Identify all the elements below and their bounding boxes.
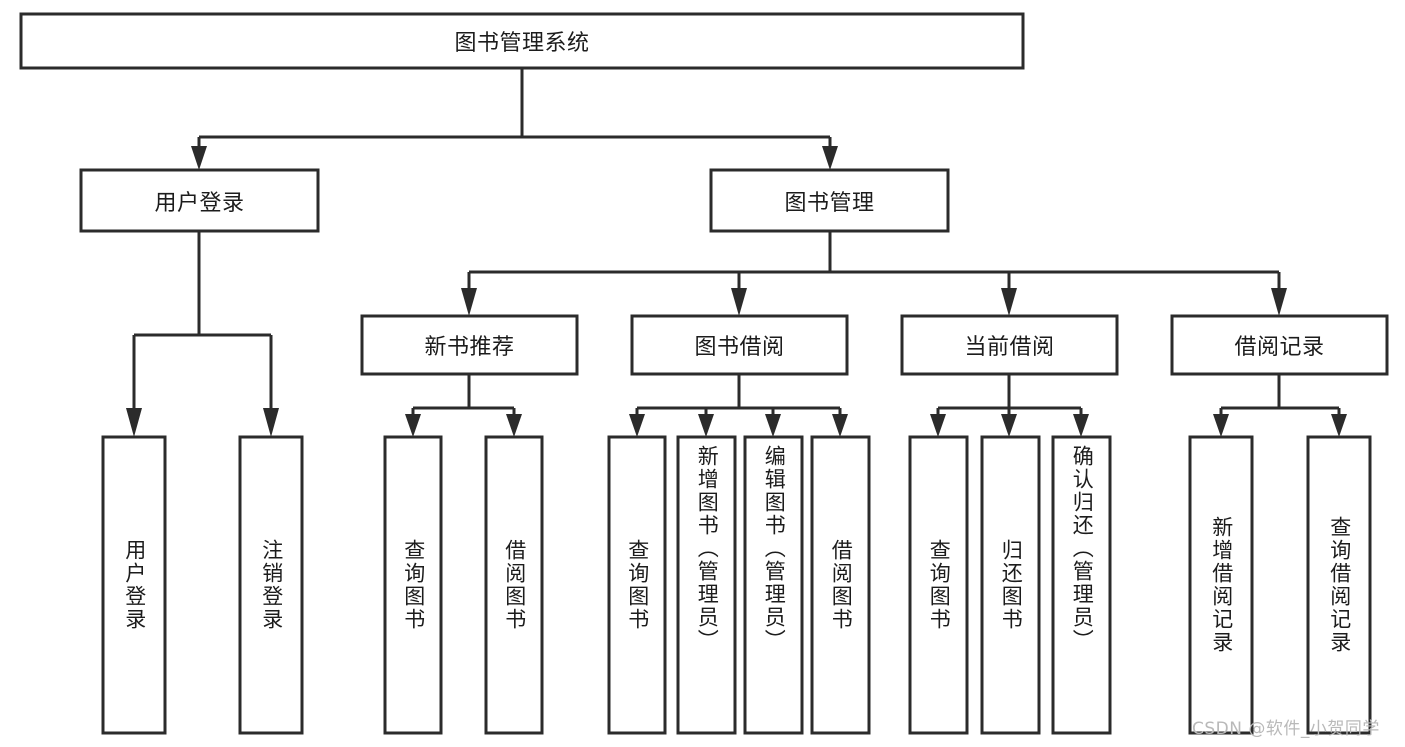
node-box-user-login[interactable] bbox=[79, 168, 320, 233]
node-box-leaf[interactable] bbox=[810, 435, 871, 735]
arrow-head bbox=[1001, 414, 1017, 437]
node-box-root[interactable] bbox=[19, 12, 1025, 70]
arrow-head bbox=[629, 414, 645, 437]
arrow-head bbox=[765, 414, 781, 437]
node-box-leaf[interactable] bbox=[238, 435, 304, 735]
node-box-book-borrow[interactable] bbox=[630, 314, 849, 376]
arrow-head bbox=[405, 414, 421, 437]
arrow-head bbox=[698, 414, 714, 437]
node-box-leaf[interactable] bbox=[101, 435, 167, 735]
arrow-head bbox=[263, 408, 279, 437]
node-box-book-management[interactable] bbox=[709, 168, 950, 233]
node-box-leaf[interactable] bbox=[484, 435, 544, 735]
node-box-new-book-recommend[interactable] bbox=[360, 314, 579, 376]
node-box-leaf[interactable] bbox=[908, 435, 969, 735]
arrow-head bbox=[126, 408, 142, 437]
node-box-leaf[interactable] bbox=[676, 435, 737, 735]
arrow-head bbox=[1001, 288, 1017, 316]
arrow-head bbox=[461, 288, 477, 316]
arrow-head bbox=[1213, 414, 1229, 437]
node-box-leaf[interactable] bbox=[383, 435, 443, 735]
arrow-head bbox=[832, 414, 848, 437]
node-box-leaf[interactable] bbox=[1051, 435, 1112, 735]
arrow-head bbox=[731, 288, 747, 316]
node-box-leaf[interactable] bbox=[1306, 435, 1372, 735]
arrow-head bbox=[191, 146, 207, 170]
arrow-head bbox=[506, 414, 522, 437]
arrow-head bbox=[1073, 414, 1089, 437]
node-box-leaf[interactable] bbox=[607, 435, 667, 735]
node-box-leaf[interactable] bbox=[1188, 435, 1254, 735]
node-box-borrow-record[interactable] bbox=[1170, 314, 1389, 376]
node-box-leaf[interactable] bbox=[743, 435, 804, 735]
arrow-head bbox=[1331, 414, 1347, 437]
arrow-head bbox=[1271, 288, 1287, 316]
arrow-head bbox=[930, 414, 946, 437]
arrow-head bbox=[822, 146, 838, 170]
node-box-current-borrow[interactable] bbox=[900, 314, 1119, 376]
node-box-leaf[interactable] bbox=[980, 435, 1041, 735]
